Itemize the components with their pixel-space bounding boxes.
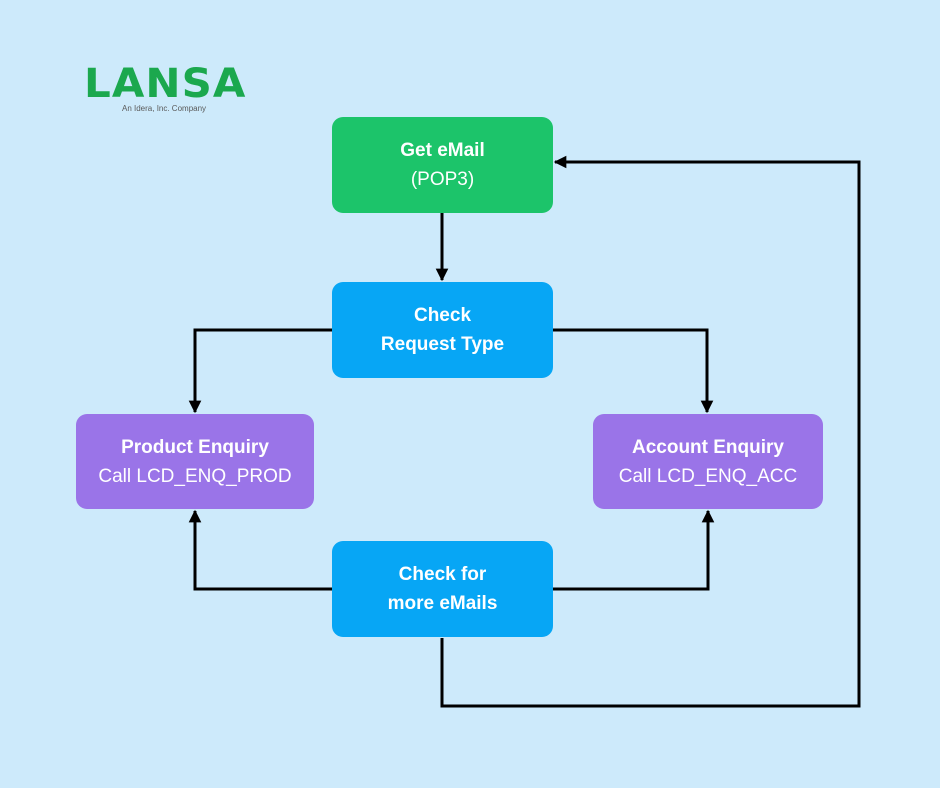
edge-checkrequest-to-product xyxy=(188,328,332,414)
account-enquiry-title: Account Enquiry xyxy=(631,436,784,458)
product-enquiry-title: Product Enquiry xyxy=(121,436,269,458)
edge-checkmore-to-product xyxy=(188,509,332,591)
get-email-title: Get eMail xyxy=(400,140,485,161)
get-email-subtitle: (POP3) xyxy=(410,169,475,190)
account-enquiry-node: Account Enquiry Call LCD_ENQ_ACC xyxy=(593,414,823,509)
product-enquiry-subtitle: Call LCD_ENQ_PROD xyxy=(98,465,292,487)
lansa-logo: LANSA An Idera, Inc. Company xyxy=(84,64,245,116)
edge-checkrequest-to-account xyxy=(553,328,714,414)
product-enquiry-node: Product Enquiry Call LCD_ENQ_PROD xyxy=(76,414,314,509)
edge-checkmore-loop-to-getemail xyxy=(440,155,861,708)
check-more-line2: more eMails xyxy=(387,593,498,614)
get-email-node: Get eMail (POP3) xyxy=(332,117,553,213)
logo-tagline: An Idera, Inc. Company xyxy=(122,104,207,113)
check-more-emails-node: Check for more eMails xyxy=(332,541,553,637)
logo-wordmark: LANSA xyxy=(84,61,247,107)
account-enquiry-subtitle: Call LCD_ENQ_ACC xyxy=(618,465,798,487)
check-request-type-node: Check Request Type xyxy=(332,282,553,378)
edge-checkmore-to-account xyxy=(553,509,715,591)
check-request-line2: Request Type xyxy=(380,334,505,355)
check-request-line1: Check xyxy=(413,305,472,326)
check-more-line1: Check for xyxy=(398,564,487,585)
